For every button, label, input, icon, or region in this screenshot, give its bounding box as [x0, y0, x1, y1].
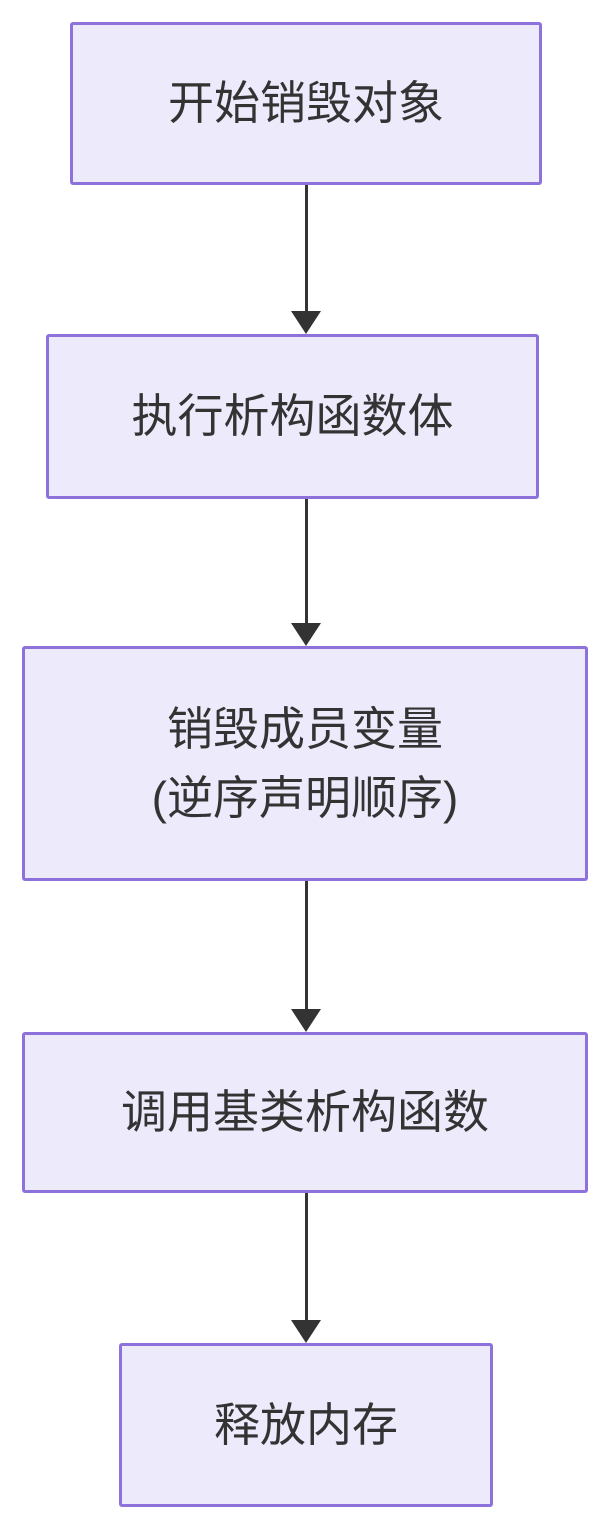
flow-node-free-memory: 释放内存	[119, 1343, 493, 1507]
node-sublabel: (逆序声明顺序)	[151, 771, 459, 824]
arrow-line	[304, 185, 308, 316]
arrow-line	[304, 881, 308, 1014]
node-label: 开始销毁对象	[168, 77, 444, 129]
flow-node-base-destructor: 调用基类析构函数	[22, 1032, 588, 1193]
arrow-line	[304, 1193, 308, 1325]
node-label: 销毁成员变量	[167, 702, 443, 755]
arrow-head-icon	[291, 623, 321, 646]
node-label: 执行析构函数体	[131, 390, 454, 442]
arrow-head-icon	[291, 311, 321, 334]
flow-node-destroy-members: 销毁成员变量 (逆序声明顺序)	[22, 646, 588, 881]
arrow-head-icon	[291, 1320, 321, 1343]
node-label: 调用基类析构函数	[121, 1086, 489, 1138]
arrow-line	[304, 499, 308, 628]
flow-node-start-destroy: 开始销毁对象	[70, 22, 542, 185]
arrow-destroy-members-to-base-destructor	[291, 881, 321, 1032]
arrow-start-to-destructor-body	[291, 185, 321, 334]
arrow-head-icon	[291, 1009, 321, 1032]
node-label: 释放内存	[214, 1398, 398, 1451]
arrow-destructor-body-to-destroy-members	[291, 499, 321, 646]
flow-node-destructor-body: 执行析构函数体	[46, 334, 539, 499]
arrow-base-destructor-to-free-memory	[291, 1193, 321, 1343]
